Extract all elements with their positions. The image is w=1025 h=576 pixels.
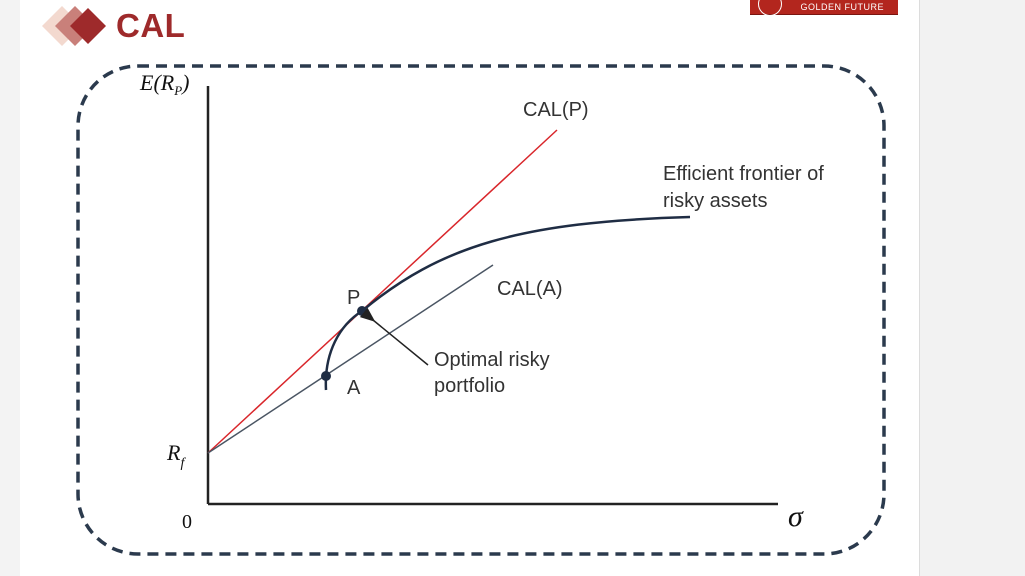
right-gutter [919, 0, 1025, 576]
origin-label: 0 [182, 511, 192, 533]
cal-p-label: CAL(P) [523, 99, 589, 121]
efficient-frontier-curve [324, 215, 691, 391]
y-axis-label: E(RP) [139, 70, 189, 98]
frontier-label-line1: Efficient frontier of [663, 163, 824, 185]
slide-header: CAL [42, 6, 185, 46]
cal-a-line [207, 264, 494, 454]
rf-label: Rf [166, 440, 186, 471]
cal-a-label: CAL(A) [497, 278, 563, 300]
cal-p-line [207, 129, 558, 454]
optimal-portfolio-arrow [359, 307, 429, 366]
page-title: CAL [116, 7, 186, 44]
logo-text: GOLDEN FUTURE [800, 2, 884, 12]
university-logo: GOLDEN FUTURE [750, 0, 898, 16]
frontier-label-line2: risky assets [663, 190, 767, 212]
optimal-label-line1: Optimal risky [434, 349, 550, 371]
diamond-bullets-icon [42, 6, 106, 46]
x-axis-label: σ [788, 500, 804, 533]
point-a-marker [321, 371, 331, 381]
optimal-label-line2: portfolio [434, 375, 505, 397]
slide [20, 0, 919, 576]
point-p-label: P [347, 287, 360, 309]
point-a-label: A [347, 377, 361, 399]
dashed-frame [76, 64, 886, 556]
